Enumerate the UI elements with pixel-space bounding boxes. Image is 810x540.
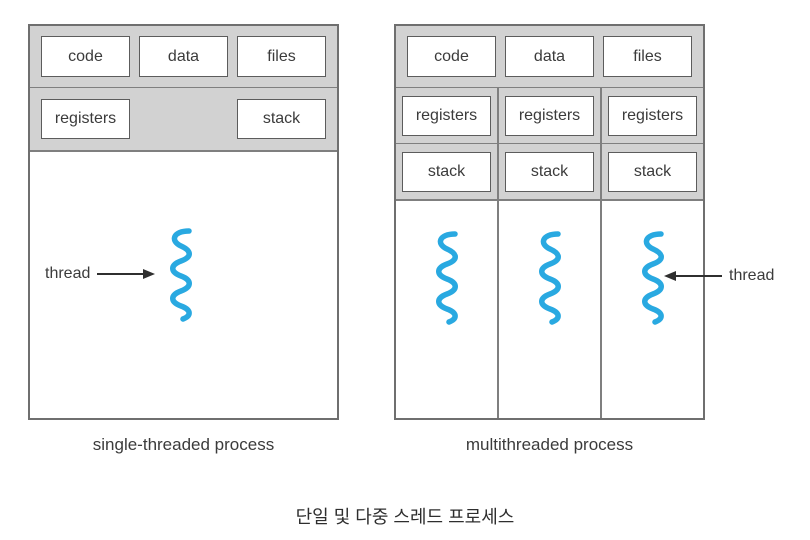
files-box: files — [237, 36, 326, 77]
data-box: data — [505, 36, 594, 77]
figure-caption: 단일 및 다중 스레드 프로세스 — [295, 507, 515, 527]
stack-band: stack — [499, 144, 600, 201]
registers-box: registers — [41, 99, 130, 139]
data-label: data — [167, 47, 200, 65]
code-label: code — [68, 47, 103, 65]
thread-callout-left: thread — [45, 265, 156, 283]
thread-column-body — [602, 201, 703, 418]
single-process-body: thread — [30, 152, 337, 418]
registers-band: registers — [396, 88, 497, 144]
stack-box: stack — [237, 99, 326, 139]
files-label: files — [633, 47, 662, 65]
data-box: data — [139, 36, 228, 77]
single-thread-state-row: registers stack — [30, 88, 337, 152]
stack-label: stack — [262, 110, 301, 127]
arrow-left-icon — [664, 271, 722, 281]
multi-memory-sections-row: code data files — [396, 26, 703, 88]
stack-box: stack — [505, 151, 594, 192]
stack-label: stack — [427, 162, 466, 180]
stack-band: stack — [396, 144, 497, 201]
code-box: code — [407, 36, 496, 77]
single-memory-sections-row: code data files — [30, 26, 337, 88]
registers-box: registers — [608, 95, 697, 136]
thread-columns: registers stack regist — [396, 88, 703, 418]
thread-column-1: registers stack — [396, 88, 499, 418]
thread-squiggle-icon — [170, 228, 192, 322]
thread-callout-right: thread — [664, 267, 774, 285]
stack-label: stack — [530, 162, 569, 180]
files-label: files — [267, 47, 296, 65]
registers-label: registers — [621, 106, 684, 124]
multithreaded-diagram: code data files registers stack — [394, 24, 705, 420]
thread-label: thread — [729, 267, 775, 284]
thread-column-2: registers stack — [499, 88, 602, 418]
data-label: data — [533, 47, 566, 65]
arrow-right-icon — [97, 269, 156, 279]
thread-label: thread — [45, 265, 91, 282]
thread-column-3: registers stack — [602, 88, 703, 418]
files-box: files — [603, 36, 692, 77]
registers-box: registers — [402, 95, 491, 136]
registers-label: registers — [54, 110, 117, 127]
registers-box: registers — [505, 95, 594, 136]
registers-band: registers — [602, 88, 703, 144]
registers-band: registers — [499, 88, 600, 144]
single-threaded-caption: single-threaded process — [92, 435, 275, 454]
thread-column-body — [499, 201, 600, 418]
registers-label: registers — [415, 106, 478, 124]
stack-box: stack — [402, 151, 491, 192]
code-label: code — [434, 47, 469, 65]
registers-label: registers — [518, 106, 581, 124]
thread-squiggle-icon — [435, 231, 458, 325]
single-threaded-diagram: code data files registers stack thread — [28, 24, 339, 420]
stack-band: stack — [602, 144, 703, 201]
thread-column-body — [396, 201, 497, 418]
thread-squiggle-icon — [538, 231, 561, 325]
stack-box: stack — [608, 151, 697, 192]
stack-label: stack — [633, 162, 672, 180]
multithreaded-caption: multithreaded process — [465, 435, 634, 454]
thread-squiggle-icon — [641, 231, 664, 325]
code-box: code — [41, 36, 130, 77]
